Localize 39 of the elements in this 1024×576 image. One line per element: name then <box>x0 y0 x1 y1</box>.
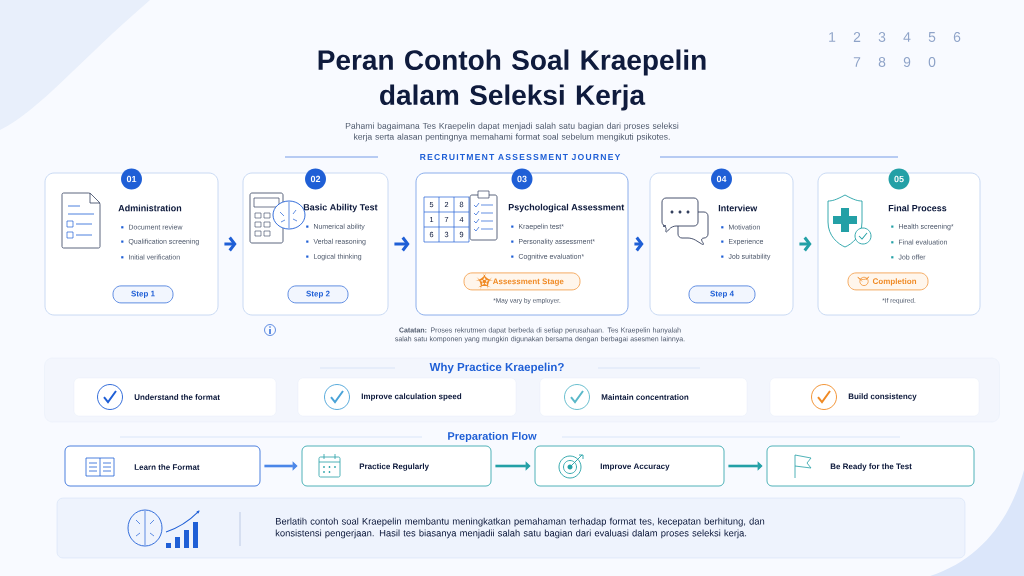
step-number: 02 <box>305 168 326 190</box>
card-heading: Psychological Assessment <box>508 203 625 213</box>
title: Peran Contoh Soal Kraepelin dalam Seleksi Kerja <box>318 49 706 111</box>
decorative-digit: 4 <box>903 32 911 42</box>
decorative-digit: 8 <box>878 57 886 67</box>
decorative-digit: 5 <box>928 32 936 42</box>
stage-badge: Step 2 <box>287 285 349 304</box>
benefit-card: Understand the format <box>73 377 277 417</box>
card-heading: Final Process <box>888 204 947 212</box>
benefit-card: Improve calculation speed <box>297 377 517 417</box>
flow-step-box: Be Ready for the Test <box>766 445 975 487</box>
decorative-digit: 0 <box>928 57 936 67</box>
section-heading: Preparation Flow <box>448 431 537 443</box>
card-heading: Administration <box>118 204 182 212</box>
step-number: 03 <box>511 168 533 190</box>
flow-step-box: Improve Accuracy <box>534 445 725 487</box>
decorative-digit: 1 <box>829 32 836 42</box>
card-heading: Interview <box>718 204 758 212</box>
card-heading: Basic Ability Test <box>303 203 378 213</box>
stage-badge: Completion <box>847 272 929 291</box>
flow-step-box: Learn the Format <box>64 445 261 487</box>
summary-panel: Berlatih contoh soal Kraepelin membantu meningkatkan pemahaman terhadap format tes, kecepatan berhitung, dan konsistensi pengerjaan. Hasil tes biasanya menjadii salah satu bagian dari evaluasi dalam proses seleksi kerja. <box>56 497 966 559</box>
flow-step-box: Practice Regularly <box>301 445 492 487</box>
decorative-digit: 7 <box>853 57 861 67</box>
benefit-card: Maintain concentration <box>539 377 748 417</box>
step-number: 01 <box>121 168 142 190</box>
decorative-digit: 3 <box>878 32 886 42</box>
stage-badge: Assessment Stage <box>463 272 581 291</box>
stage-badge: Step 1 <box>112 285 174 304</box>
step-number: 05 <box>888 168 910 190</box>
benefit-card: Build consistency <box>769 377 980 417</box>
section-heading: Why Practice Kraepelin? <box>429 362 564 374</box>
decorative-digit: 9 <box>903 57 911 67</box>
decorative-digit: 6 <box>953 32 961 42</box>
section-heading: RECRUITMENT ASSESSMENT JOURNEY <box>420 153 621 161</box>
decorative-digit: 2 <box>853 32 861 42</box>
stage-badge: Step 4 <box>688 285 756 304</box>
step-number: 04 <box>711 168 732 190</box>
subtitle: Pahami bagaimana Tes Kraepelin dapat menjadi salah satu bagian dari proses seleksi kerja serta alasan pentingnya memahami format soal sebelum mengikuti psikotes. <box>345 122 679 142</box>
